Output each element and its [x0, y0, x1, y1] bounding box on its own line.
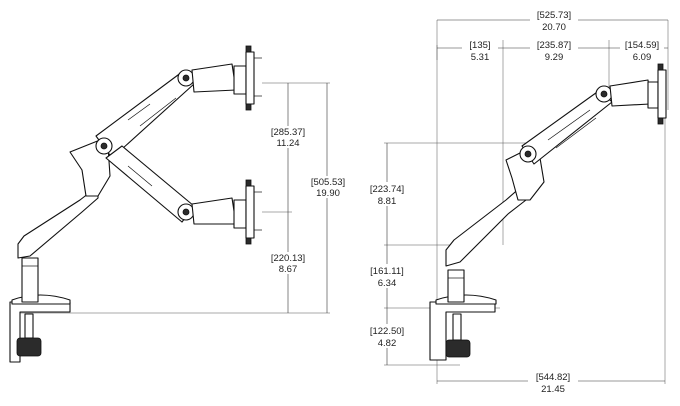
- upper-monitor-mount: [191, 45, 262, 111]
- dim-post-height-in: 6.34: [378, 278, 397, 289]
- left-dimensions: [285.37] 11.24 [220.13] 8.67 [505.53] 19…: [271, 127, 345, 275]
- right-view: [366, 9, 669, 394]
- left-view: [9, 45, 350, 363]
- right-dimensions: [525.73] 20.70 [135] 5.31 [235.87] 9.29 …: [370, 10, 659, 395]
- dim-lower-arm-mm: [220.13]: [271, 253, 305, 264]
- base-arm: [17, 185, 99, 259]
- dim-clamp-height-mm: [122.50]: [370, 326, 404, 337]
- desk-clamp-right: [429, 294, 497, 361]
- dim-top-overall-mm: [525.73]: [537, 10, 571, 21]
- dim-top-b-in: 9.29: [545, 52, 564, 63]
- desk-clamp: [9, 294, 71, 363]
- dim-post-height-mm: [161.11]: [370, 266, 404, 277]
- dim-top-a-mm: [135]: [469, 40, 490, 51]
- dim-clamp-height-in: 4.82: [378, 338, 397, 349]
- dim-bottom-overall-in: 21.45: [541, 384, 565, 395]
- dim-top-a-in: 5.31: [471, 52, 490, 63]
- dim-upper-arm-mm: [285.37]: [271, 127, 305, 138]
- dim-top-c-mm: [154.59]: [625, 40, 659, 51]
- dim-lower-arm-in: 8.67: [279, 264, 298, 275]
- dim-upper-arm-in: 11.24: [276, 138, 299, 149]
- dim-arm-height-in: 8.81: [378, 196, 397, 207]
- post: [21, 257, 39, 303]
- dim-top-c-in: 6.09: [633, 52, 652, 63]
- dim-top-overall-in: 20.70: [542, 22, 566, 33]
- monitor-mount-right: [609, 63, 667, 125]
- dim-arm-height-mm: [223.74]: [370, 184, 404, 195]
- dim-bottom-overall-mm: [544.82]: [536, 372, 570, 383]
- dim-top-b-mm: [235.87]: [537, 40, 571, 51]
- post-right: [447, 269, 465, 303]
- lower-monitor-mount: [191, 179, 262, 245]
- base-arm-right: [445, 185, 527, 267]
- dim-total-height-mm: [505.53]: [311, 177, 345, 188]
- dim-total-height-in: 19.90: [316, 188, 340, 199]
